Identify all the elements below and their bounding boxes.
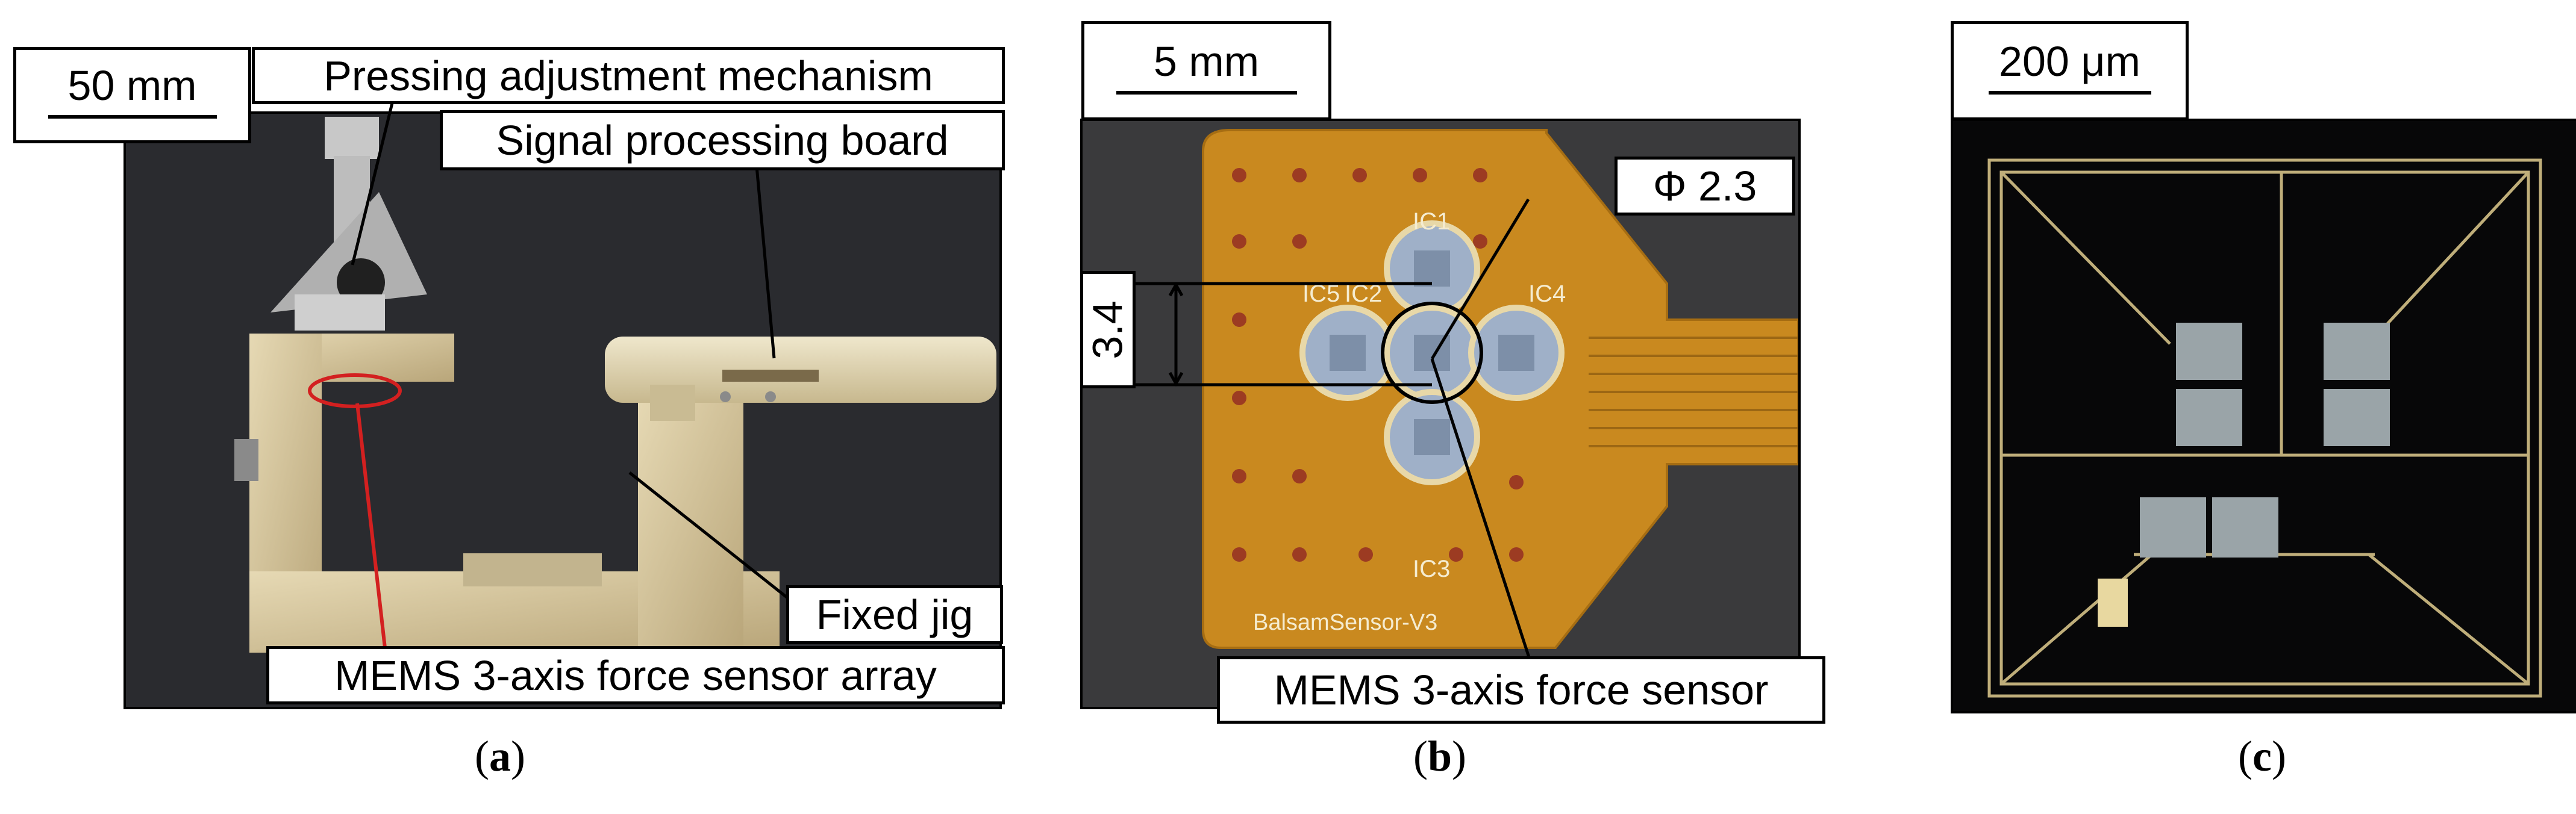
caption-c-letter: c [2252, 732, 2272, 780]
sensor-array-highlight [308, 373, 402, 408]
gold-pad [2098, 579, 2128, 627]
panel-c-scale-bar: 200 μm [1951, 21, 2189, 120]
panel-b-photo: IC1 IC5 IC2 IC4 IC3 BalsamSensor-V3 [1080, 119, 1801, 709]
caption-b-letter: b [1427, 732, 1452, 780]
label-spacing: 3.4 [1080, 271, 1136, 388]
label-mems-sensor-array: MEMS 3-axis force sensor array [266, 646, 1005, 704]
panel-b-scale-text: 5 mm [1154, 37, 1259, 85]
spacing-text: 3.4 [1084, 300, 1131, 359]
label-pressing-adjustment: Pressing adjustment mechanism [252, 47, 1005, 104]
panel-c-scale-line [1988, 90, 2151, 95]
chip-label-ic3: IC3 [1413, 556, 1450, 582]
panel-c-scale-text: 200 μm [1999, 37, 2140, 85]
caption-a-letter: a [489, 732, 511, 780]
board-traces [1589, 337, 1798, 447]
board-holes [1232, 168, 1524, 562]
chip-label-ic1: IC1 [1413, 208, 1450, 235]
caption-c: (c) [2238, 732, 2286, 780]
caption-a: (a) [475, 732, 525, 780]
panel-a-scale-bar: 50 mm [13, 47, 251, 143]
label-fixed-jig: Fixed jig [786, 585, 1003, 644]
dimension-lines [1131, 198, 1547, 707]
board-marking: BalsamSensor-V3 [1253, 610, 1437, 635]
label-diameter: Φ 2.3 [1615, 157, 1795, 216]
label-mems-sensor: MEMS 3-axis force sensor [1217, 656, 1825, 724]
panel-c-photo [1951, 119, 2576, 713]
panel-a-scale-text: 50 mm [67, 62, 197, 109]
panel-b-scale-bar: 5 mm [1081, 21, 1331, 120]
signal-board-shape [605, 337, 996, 421]
panel-b-scale-line [1116, 90, 1297, 95]
sensor-highlight-circle [1381, 302, 1483, 404]
caption-b: (b) [1413, 732, 1466, 780]
piezoresistor-pads [2140, 323, 2390, 558]
panel-a-scale-line [48, 115, 217, 119]
pressing-mechanism-shape [270, 117, 427, 331]
sensor-chips [1299, 220, 1565, 485]
mems-die-outline [1987, 158, 2542, 698]
chip-label-ic4: IC4 [1528, 281, 1566, 307]
label-signal-processing-board: Signal processing board [440, 110, 1005, 170]
panel-c-illustration [1987, 158, 2542, 698]
panel-b-illustration: IC1 IC5 IC2 IC4 IC3 BalsamSensor-V3 [1131, 129, 1798, 707]
